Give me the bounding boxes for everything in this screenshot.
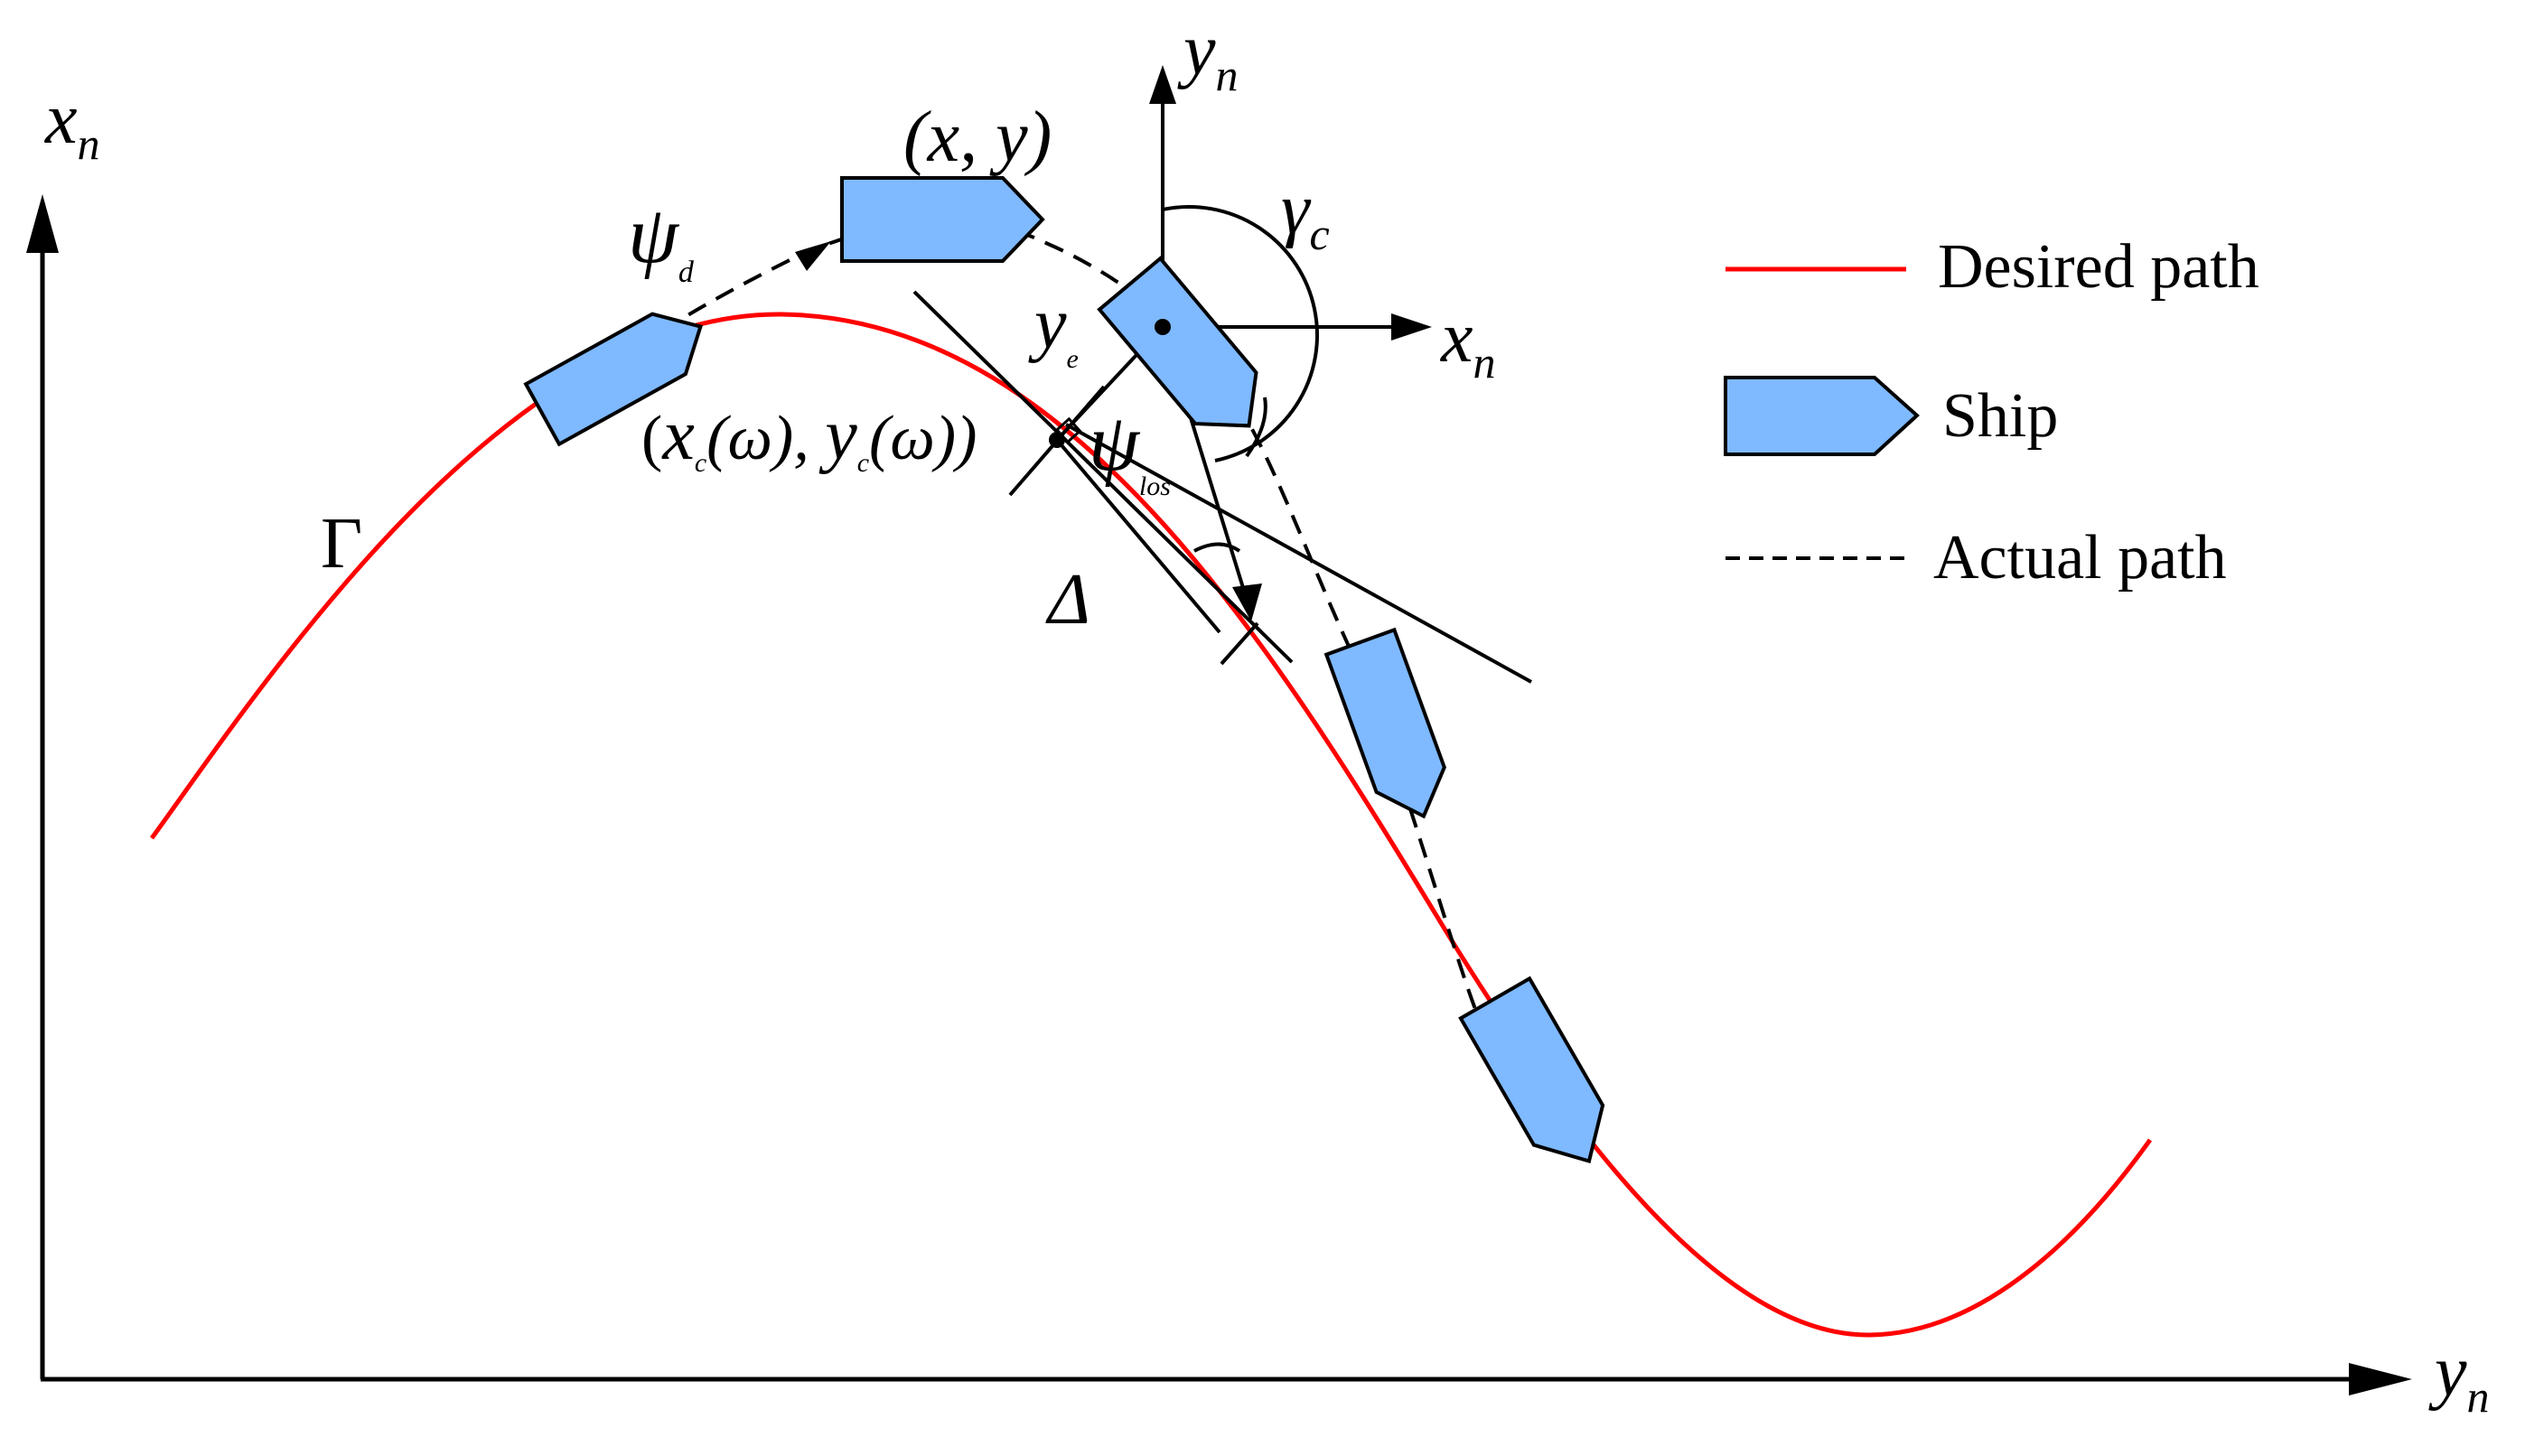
psi-d-label: ψd: [628, 191, 695, 289]
delta-label: Δ: [1045, 560, 1090, 639]
legend-ship-label: Ship: [1942, 381, 2058, 451]
body-frame-y-arrowhead: [1149, 65, 1176, 104]
psi-los-label: ψlos: [1089, 398, 1171, 501]
body-frame-y-label: yn: [1177, 11, 1239, 100]
main-axes: [26, 194, 2412, 1395]
vertical-axis-label: xn: [44, 79, 100, 169]
legend-actual-path-label: Actual path: [1933, 523, 2227, 593]
ships: [523, 176, 1605, 1164]
ship-1: [523, 312, 704, 447]
legend-desired-path-label: Desired path: [1938, 232, 2259, 302]
body-frame-x-label: xn: [1440, 298, 1496, 387]
psi-los-arc: [1245, 397, 1267, 458]
delta-angle-arc: [1193, 542, 1241, 553]
lookahead-cap-right: [1220, 621, 1259, 666]
vertical-axis-arrowhead: [26, 194, 59, 253]
geometry-lines: [912, 205, 1532, 684]
lookahead-segment: [1055, 438, 1221, 634]
tangent-line-upper: [912, 290, 1294, 664]
horizontal-axis-arrowhead: [2349, 1363, 2412, 1395]
ship-5: [1458, 975, 1605, 1164]
horizontal-axis-label: yn: [2428, 1332, 2490, 1422]
desired-path-curve: [149, 312, 2153, 1338]
gamma-c-label: γc: [1281, 170, 1330, 259]
ship-4: [1323, 627, 1446, 819]
tangent-line-parallel: [1065, 423, 1532, 684]
gamma-c-arc: [1162, 205, 1319, 462]
body-frame-x-arrowhead: [1391, 313, 1432, 341]
legend-ship-swatch: [1724, 376, 1920, 456]
ye-label: ye: [1028, 285, 1079, 374]
legend: Desired path Ship Actual path: [1724, 232, 2259, 593]
ship-3: [1097, 256, 1258, 428]
path-point-label: (xc(ω), yc(ω)): [641, 396, 977, 478]
path-projection-point: [1049, 432, 1065, 448]
ship-2: [840, 176, 1045, 263]
position-label: (x, y): [903, 98, 1052, 177]
psi-d-arrowhead: [795, 241, 831, 271]
ship-position-point: [1155, 319, 1171, 335]
lookahead-point-arrowhead: [1232, 583, 1262, 621]
gamma-path-label: Γ: [321, 504, 362, 583]
